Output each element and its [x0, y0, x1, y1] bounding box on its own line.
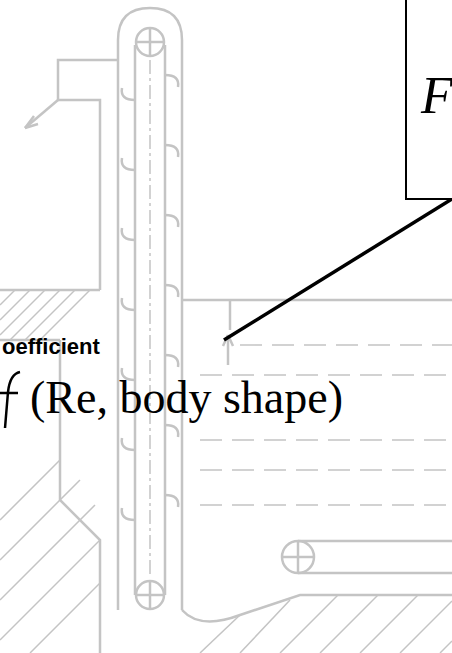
term-label: oefficient	[2, 336, 100, 358]
formula-text: (Re, body shape)	[30, 375, 343, 421]
symbol-text: F	[421, 70, 452, 122]
glyph-fragment	[0, 372, 20, 428]
callout-box: F	[405, 0, 452, 200]
